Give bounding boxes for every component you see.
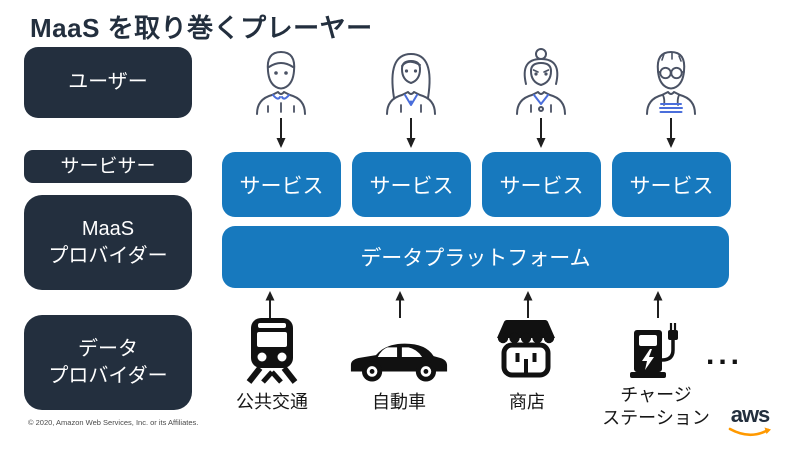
legend-label-servicer: サービサー [60, 156, 156, 177]
up-arrow [523, 291, 533, 318]
copyright-text: © 2020, Amazon Web Services, Inc. or its… [28, 418, 199, 427]
source-label-store: 商店 [509, 392, 545, 412]
legend-label-data-provider-line1: データ [78, 337, 138, 360]
source-label-charging-station: チャージ ステーション [602, 384, 710, 430]
down-arrow [276, 118, 286, 148]
legend-label-data-provider-line2: プロバイダー [48, 364, 168, 387]
aws-logo: aws [727, 402, 773, 443]
legend-box-user: ユーザー [24, 47, 192, 118]
source-label-car: 自動車 [372, 392, 426, 412]
source-label-public-transport: 公共交通 [236, 392, 308, 412]
legend-box-data-provider: データ プロバイダー [24, 315, 192, 410]
store-icon [494, 319, 558, 386]
service-box-4: サービス [612, 152, 731, 217]
up-arrow [653, 291, 663, 318]
up-arrow [395, 291, 405, 318]
ev-charger-icon [630, 312, 686, 387]
service-label: サービス [239, 174, 324, 198]
service-label: サービス [629, 174, 714, 198]
legend-label-maas-provider-line2: プロバイダー [48, 244, 168, 267]
page-title: MaaS を取り巻くプレーヤー [30, 13, 373, 43]
service-box-2: サービス [352, 152, 471, 217]
aws-logo-text: aws [730, 402, 771, 427]
source-label-charging-line1: チャージ [620, 385, 692, 405]
train-icon [244, 318, 300, 389]
legend-label-maas-provider-line1: MaaS [81, 217, 135, 240]
female-user-icon [375, 46, 447, 116]
male-user-icon [245, 46, 317, 116]
down-arrow [666, 118, 676, 148]
car-icon [348, 333, 450, 388]
source-label-charging-line2: ステーション [602, 408, 710, 428]
up-arrow [265, 291, 275, 318]
data-platform-box: データプラットフォーム [222, 226, 729, 288]
legend-box-maas-provider: MaaS プロバイダー [24, 195, 192, 290]
senior-user-icon [505, 46, 577, 116]
more-sources-ellipsis: ... [706, 338, 744, 371]
service-label: サービス [499, 174, 584, 198]
young-user-glasses-icon [635, 46, 707, 116]
service-box-1: サービス [222, 152, 341, 217]
legend-box-servicer: サービサー [24, 150, 192, 183]
service-box-3: サービス [482, 152, 601, 217]
down-arrow [406, 118, 416, 148]
legend-label-user: ユーザー [68, 71, 148, 93]
aws-smile-icon [728, 427, 771, 437]
service-label: サービス [369, 174, 454, 198]
down-arrow [536, 118, 546, 148]
data-platform-label: データプラットフォーム [360, 247, 591, 270]
